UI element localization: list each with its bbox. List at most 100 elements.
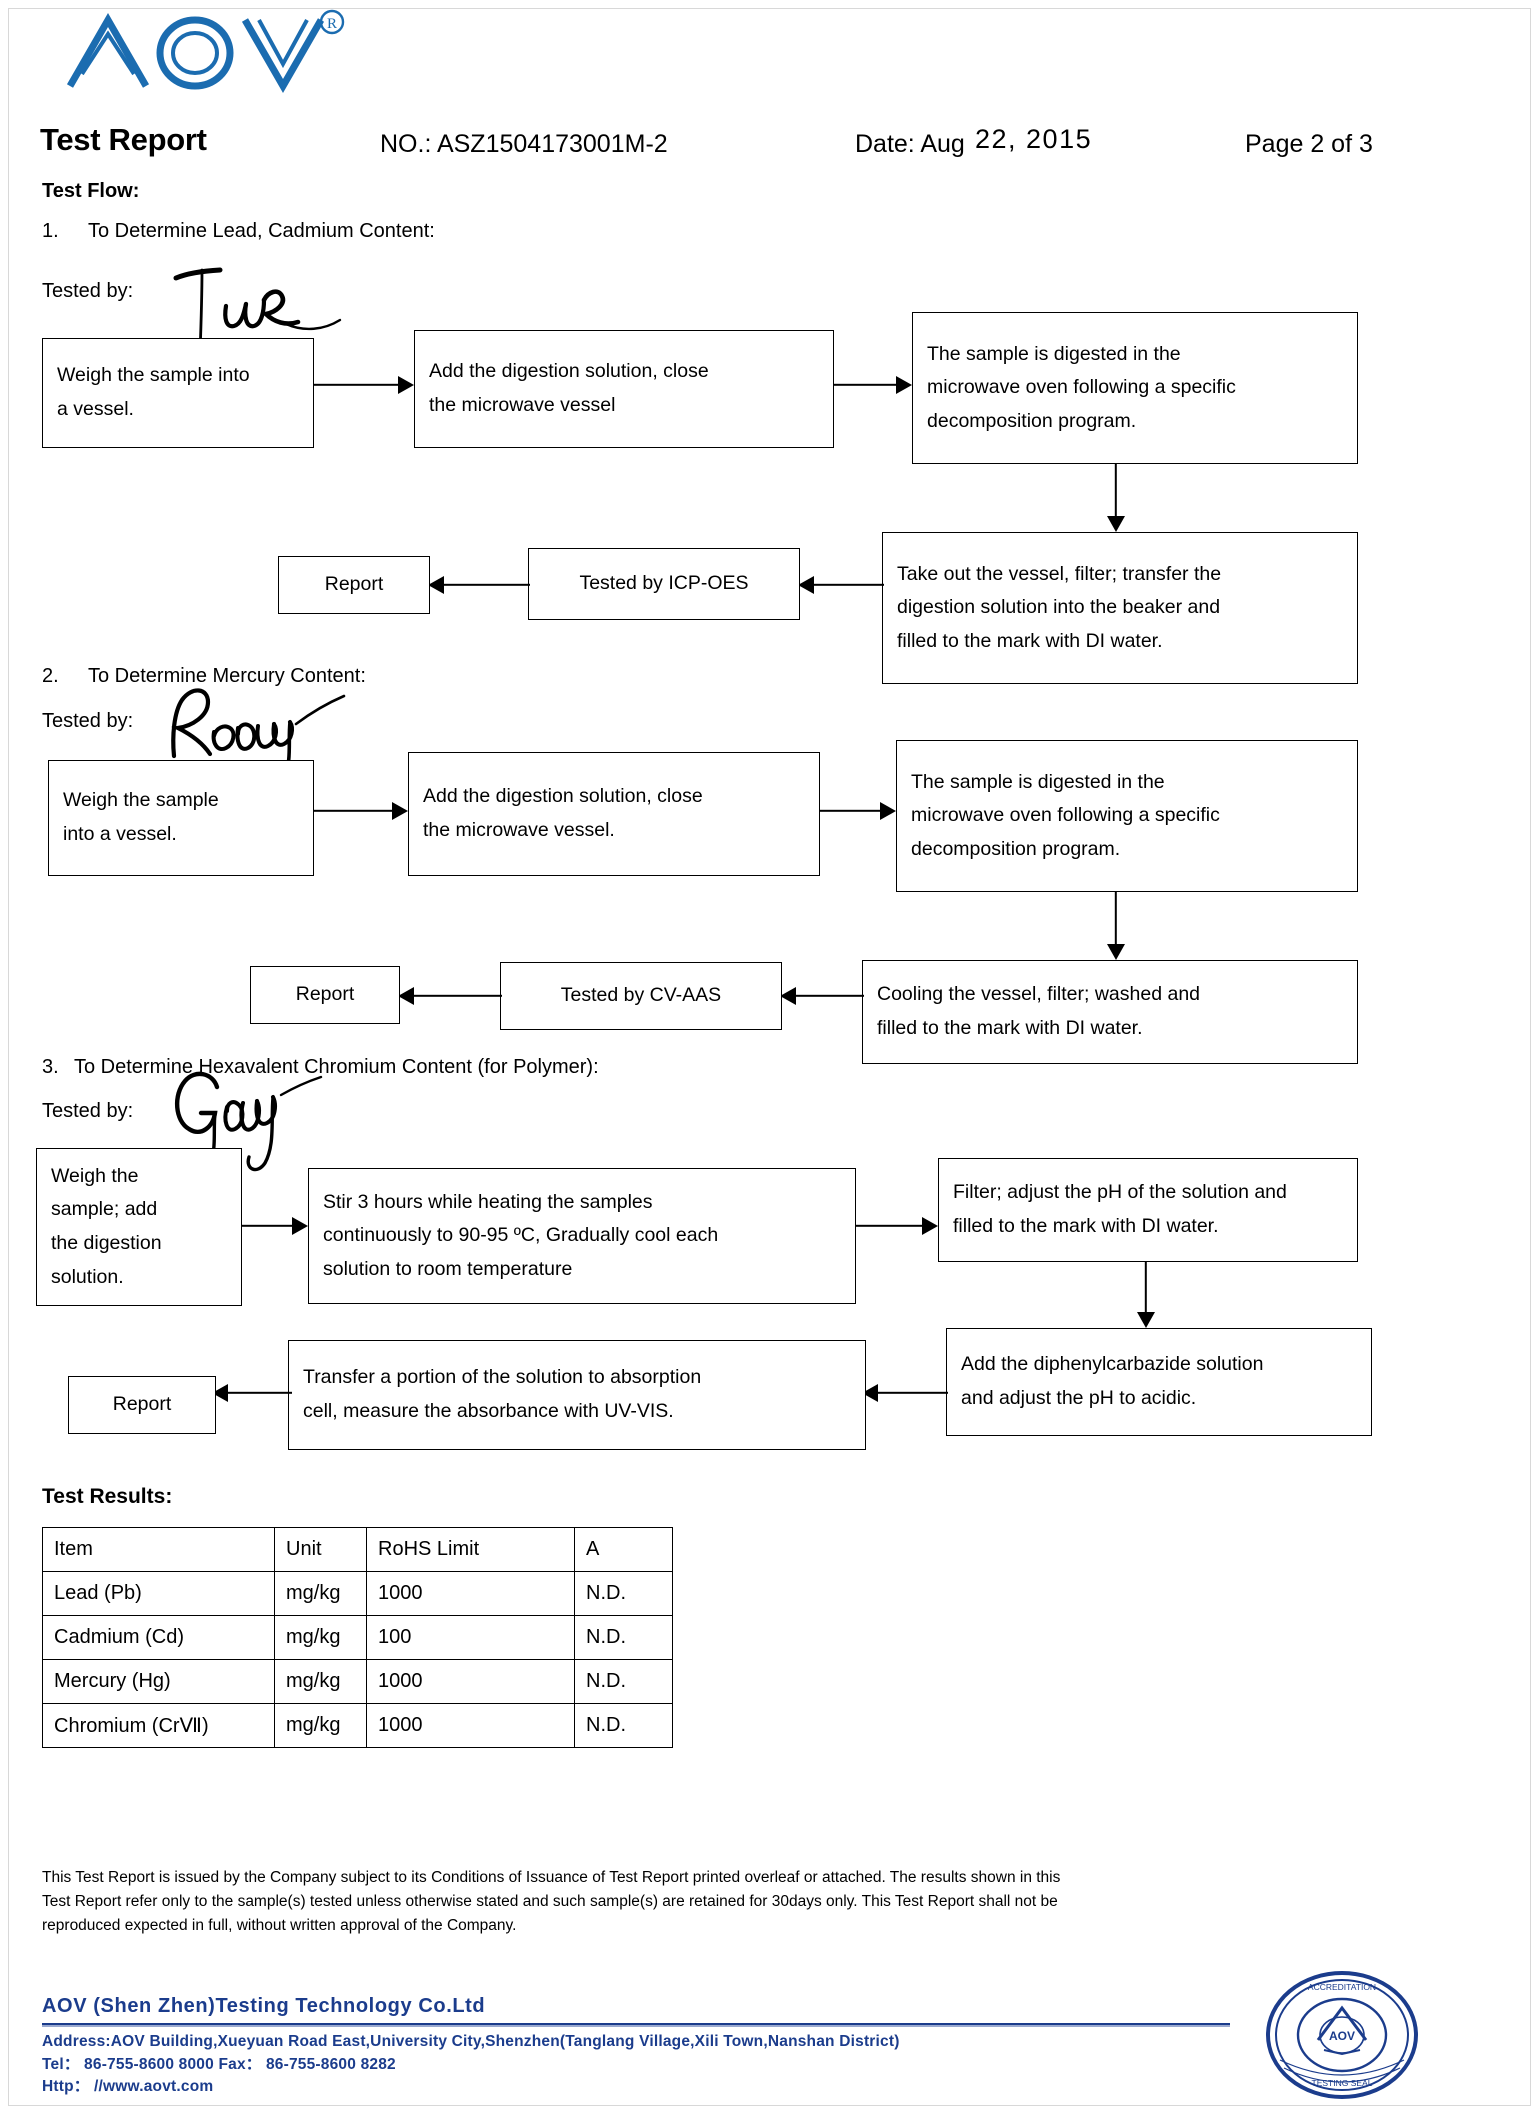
- flow3-step5-line1: Transfer a portion of the solution to ab…: [303, 1366, 702, 1389]
- table-header-row: Item Unit RoHS Limit A: [42, 1527, 673, 1572]
- disclaimer-line-1: This Test Report is issued by the Compan…: [42, 1869, 1061, 1886]
- flow3-step2-line1: Stir 3 hours while heating the samples: [323, 1190, 653, 1213]
- flow3-step1-line2: sample; add: [51, 1198, 158, 1221]
- flow3-arrow-4: [862, 1382, 948, 1404]
- col-header-item: Item: [42, 1527, 275, 1572]
- flow3-step4-box: Add the diphenylcarbazide solution and a…: [946, 1328, 1372, 1436]
- section-3-tested-by-label: Tested by:: [42, 1100, 134, 1122]
- section-3-title: To Determine Hexavalent Chromium Content…: [74, 1056, 599, 1078]
- flow2-arrow-2: [820, 800, 896, 822]
- test-flow-heading: Test Flow:: [42, 180, 140, 202]
- section-2-number: 2.: [42, 665, 59, 687]
- flow3-arrow-2: [856, 1215, 938, 1237]
- flow1-arrow-1: [314, 374, 414, 396]
- cell-unit: mg/kg: [274, 1615, 367, 1660]
- cell-limit: 1000: [366, 1659, 575, 1704]
- section-3-number: 3.: [42, 1056, 59, 1078]
- disclaimer-line-3: reproduced expected in full, without wri…: [42, 1917, 517, 1935]
- cell-a: N.D.: [574, 1703, 673, 1748]
- table-row: Lead (Pb) mg/kg 1000 N.D.: [42, 1571, 673, 1616]
- flow1-arrow-2: [834, 374, 912, 396]
- flow1-step2-line2: the microwave vessel: [429, 394, 616, 416]
- flow2-arrow-5: [398, 985, 502, 1007]
- flow2-step1-line2: into a vessel.: [63, 823, 177, 845]
- report-date-label: Date: Aug: [855, 130, 965, 158]
- cell-unit: mg/kg: [274, 1703, 367, 1748]
- col-header-a: A: [574, 1527, 673, 1572]
- flow2-arrow-4: [780, 985, 864, 1007]
- flow2-step2-line2: the microwave vessel.: [423, 819, 615, 841]
- flow1-step3-line1: The sample is digested in the: [927, 342, 1181, 365]
- flow1-step5-label: Tested by ICP-OES: [579, 572, 749, 595]
- cell-limit: 100: [366, 1615, 575, 1660]
- flow2-step3-line1: The sample is digested in the: [911, 770, 1165, 793]
- flow2-report-box: Report: [250, 966, 400, 1024]
- footer-tel-fax: Tel： 86-755-8600 8000 Fax： 86-755-8600 8…: [42, 2055, 396, 2073]
- flow1-step5-box: Tested by ICP-OES: [528, 548, 800, 620]
- footer-http: Http： //www.aovt.com: [42, 2078, 214, 2096]
- flow3-step5-line2: cell, measure the absorbance with UV-VIS…: [303, 1400, 674, 1422]
- report-number: NO.: ASZ1504173001M-2: [380, 130, 668, 158]
- flow2-arrow-1: [314, 800, 408, 822]
- flow3-arrow-3: [1135, 1262, 1157, 1328]
- table-row: Cadmium (Cd) mg/kg 100 N.D.: [42, 1615, 673, 1660]
- cell-a: N.D.: [574, 1615, 673, 1660]
- footer-contact-block: Address:AOV Building,Xueyuan Road East,U…: [42, 2031, 900, 2099]
- cell-limit: 1000: [366, 1571, 575, 1616]
- flow1-step4-line2: digestion solution into the beaker and: [897, 596, 1221, 619]
- table-row: Mercury (Hg) mg/kg 1000 N.D.: [42, 1659, 673, 1704]
- footer-address: Address:AOV Building,Xueyuan Road East,U…: [42, 2033, 900, 2050]
- flow1-step4-box: Take out the vessel, filter; transfer th…: [882, 532, 1358, 684]
- flow3-step1-line3: the digestion: [51, 1232, 162, 1254]
- cell-a: N.D.: [574, 1571, 673, 1616]
- flow3-step1-line1: Weigh the: [51, 1164, 139, 1187]
- flow2-step4-line1: Cooling the vessel, filter; washed and: [877, 983, 1201, 1006]
- cell-a: N.D.: [574, 1659, 673, 1704]
- cell-item: Cadmium (Cd): [42, 1615, 275, 1660]
- flow2-report-label: Report: [295, 983, 355, 1006]
- table-row: Chromium (CrⅦ) mg/kg 1000 N.D.: [42, 1703, 673, 1748]
- report-date-value: 22, 2015: [975, 124, 1093, 154]
- flow1-step4-line1: Take out the vessel, filter; transfer th…: [897, 562, 1222, 585]
- flow2-step5-label: Tested by CV-AAS: [560, 984, 722, 1007]
- flow1-step1-box: Weigh the sample into a vessel.: [42, 338, 314, 448]
- flow3-step2-box: Stir 3 hours while heating the samples c…: [308, 1168, 856, 1304]
- flow3-step3-box: Filter; adjust the pH of the solution an…: [938, 1158, 1358, 1262]
- section-2-title: To Determine Mercury Content:: [88, 665, 366, 687]
- cell-item: Lead (Pb): [42, 1571, 275, 1616]
- col-header-unit: Unit: [274, 1527, 367, 1572]
- disclaimer-line-2: Test Report refer only to the sample(s) …: [42, 1893, 1058, 1911]
- flow1-report-box: Report: [278, 556, 430, 614]
- flow2-step1-line1: Weigh the sample: [63, 789, 219, 812]
- cell-item: Mercury (Hg): [42, 1659, 275, 1704]
- flow3-step5-box: Transfer a portion of the solution to ab…: [288, 1340, 866, 1450]
- flow3-step2-line2: continuously to 90-95 ºC, Gradually cool…: [323, 1224, 719, 1247]
- flow1-arrow-4: [798, 574, 884, 596]
- cell-item: Chromium (CrⅦ): [42, 1703, 275, 1748]
- flow3-step1-line4: solution.: [51, 1265, 124, 1288]
- cell-unit: mg/kg: [274, 1659, 367, 1704]
- registered-trademark-icon: R: [319, 9, 345, 35]
- col-header-limit: RoHS Limit: [366, 1527, 575, 1572]
- flow3-step4-line1: Add the diphenylcarbazide solution: [961, 1353, 1264, 1376]
- flow1-step2-line1: Add the digestion solution, close: [429, 360, 709, 383]
- aov-logo: R: [60, 8, 360, 94]
- flow1-arrow-5: [428, 574, 530, 596]
- svg-text:AOV: AOV: [1329, 2029, 1355, 2043]
- cell-unit: mg/kg: [274, 1571, 367, 1616]
- test-results-heading: Test Results:: [42, 1485, 173, 1508]
- flow2-step3-box: The sample is digested in the microwave …: [896, 740, 1358, 892]
- flow3-step3-line2: filled to the mark with DI water.: [953, 1215, 1219, 1237]
- disclaimer-text: This Test Report is issued by the Compan…: [42, 1866, 1452, 1938]
- flow2-step4-line2: filled to the mark with DI water.: [877, 1017, 1143, 1039]
- footer-divider: [42, 2023, 1230, 2027]
- flow3-arrow-5: [212, 1382, 292, 1404]
- section-1-tested-by-label: Tested by:: [42, 280, 134, 302]
- test-results-table: Item Unit RoHS Limit A Lead (Pb) mg/kg 1…: [42, 1527, 673, 1748]
- flow2-step2-line1: Add the digestion solution, close: [423, 785, 703, 808]
- flow2-step1-box: Weigh the sample into a vessel.: [48, 760, 314, 876]
- cell-limit: 1000: [366, 1703, 575, 1748]
- svg-text:TESTING SEAL: TESTING SEAL: [1312, 2078, 1373, 2088]
- flow3-step3-line1: Filter; adjust the pH of the solution an…: [953, 1181, 1287, 1204]
